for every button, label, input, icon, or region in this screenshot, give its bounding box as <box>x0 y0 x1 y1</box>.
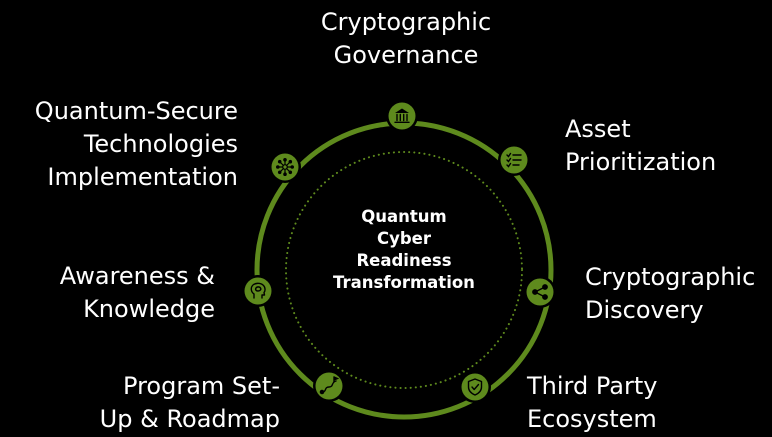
node-awareness <box>242 275 274 307</box>
label-program-setup-roadmap: Program Set- Up & Roadmap <box>60 370 280 436</box>
label-line: Technologies <box>83 130 238 158</box>
label-line: Knowledge <box>83 295 215 323</box>
label-line: Asset <box>565 115 631 143</box>
bank-icon <box>394 108 410 124</box>
share-nodes-icon <box>532 284 548 300</box>
label-line: Cryptographic <box>585 263 756 291</box>
center-title: Quantum Cyber Readiness Transformation <box>311 206 497 294</box>
node-program <box>313 370 345 402</box>
node-asset <box>498 144 530 176</box>
label-line: Cryptographic <box>320 8 492 36</box>
label-awareness-knowledge: Awareness & Knowledge <box>20 260 215 326</box>
center-title-line: Readiness <box>356 251 452 270</box>
node-quantum <box>269 151 301 183</box>
shield-check-icon <box>467 378 483 396</box>
node-discovery <box>524 276 556 308</box>
label-asset-prioritization: Asset Prioritization <box>565 113 716 179</box>
center-title-line: Quantum <box>361 207 447 226</box>
label-line: Implementation <box>47 163 238 191</box>
label-cryptographic-discovery: Cryptographic Discovery <box>585 261 755 327</box>
label-third-party-ecosystem: Third Party Ecosystem <box>527 370 657 436</box>
center-title-line: Transformation <box>333 273 475 292</box>
label-line: Discovery <box>585 296 704 324</box>
network-hub-icon <box>276 158 295 177</box>
inner-dotted-ring <box>285 151 523 389</box>
checklist-icon <box>506 152 522 168</box>
center-title-line: Cyber <box>376 229 431 248</box>
label-line: Program Set- <box>123 372 280 400</box>
label-line: Awareness & <box>59 262 215 290</box>
label-line: Up & Roadmap <box>99 405 280 433</box>
label-line: Governance <box>333 41 479 69</box>
roadmap-path-icon <box>319 376 340 395</box>
label-cryptographic-governance: Cryptographic Governance <box>306 6 506 72</box>
label-quantum-secure-technologies: Quantum-Secure Technologies Implementati… <box>4 95 238 194</box>
head-brain-icon <box>250 282 266 299</box>
node-third-party <box>459 371 491 403</box>
node-governance <box>386 100 418 132</box>
label-line: Ecosystem <box>527 405 657 433</box>
label-line: Prioritization <box>565 148 717 176</box>
label-line: Third Party <box>527 372 658 400</box>
label-line: Quantum-Secure <box>34 97 238 125</box>
